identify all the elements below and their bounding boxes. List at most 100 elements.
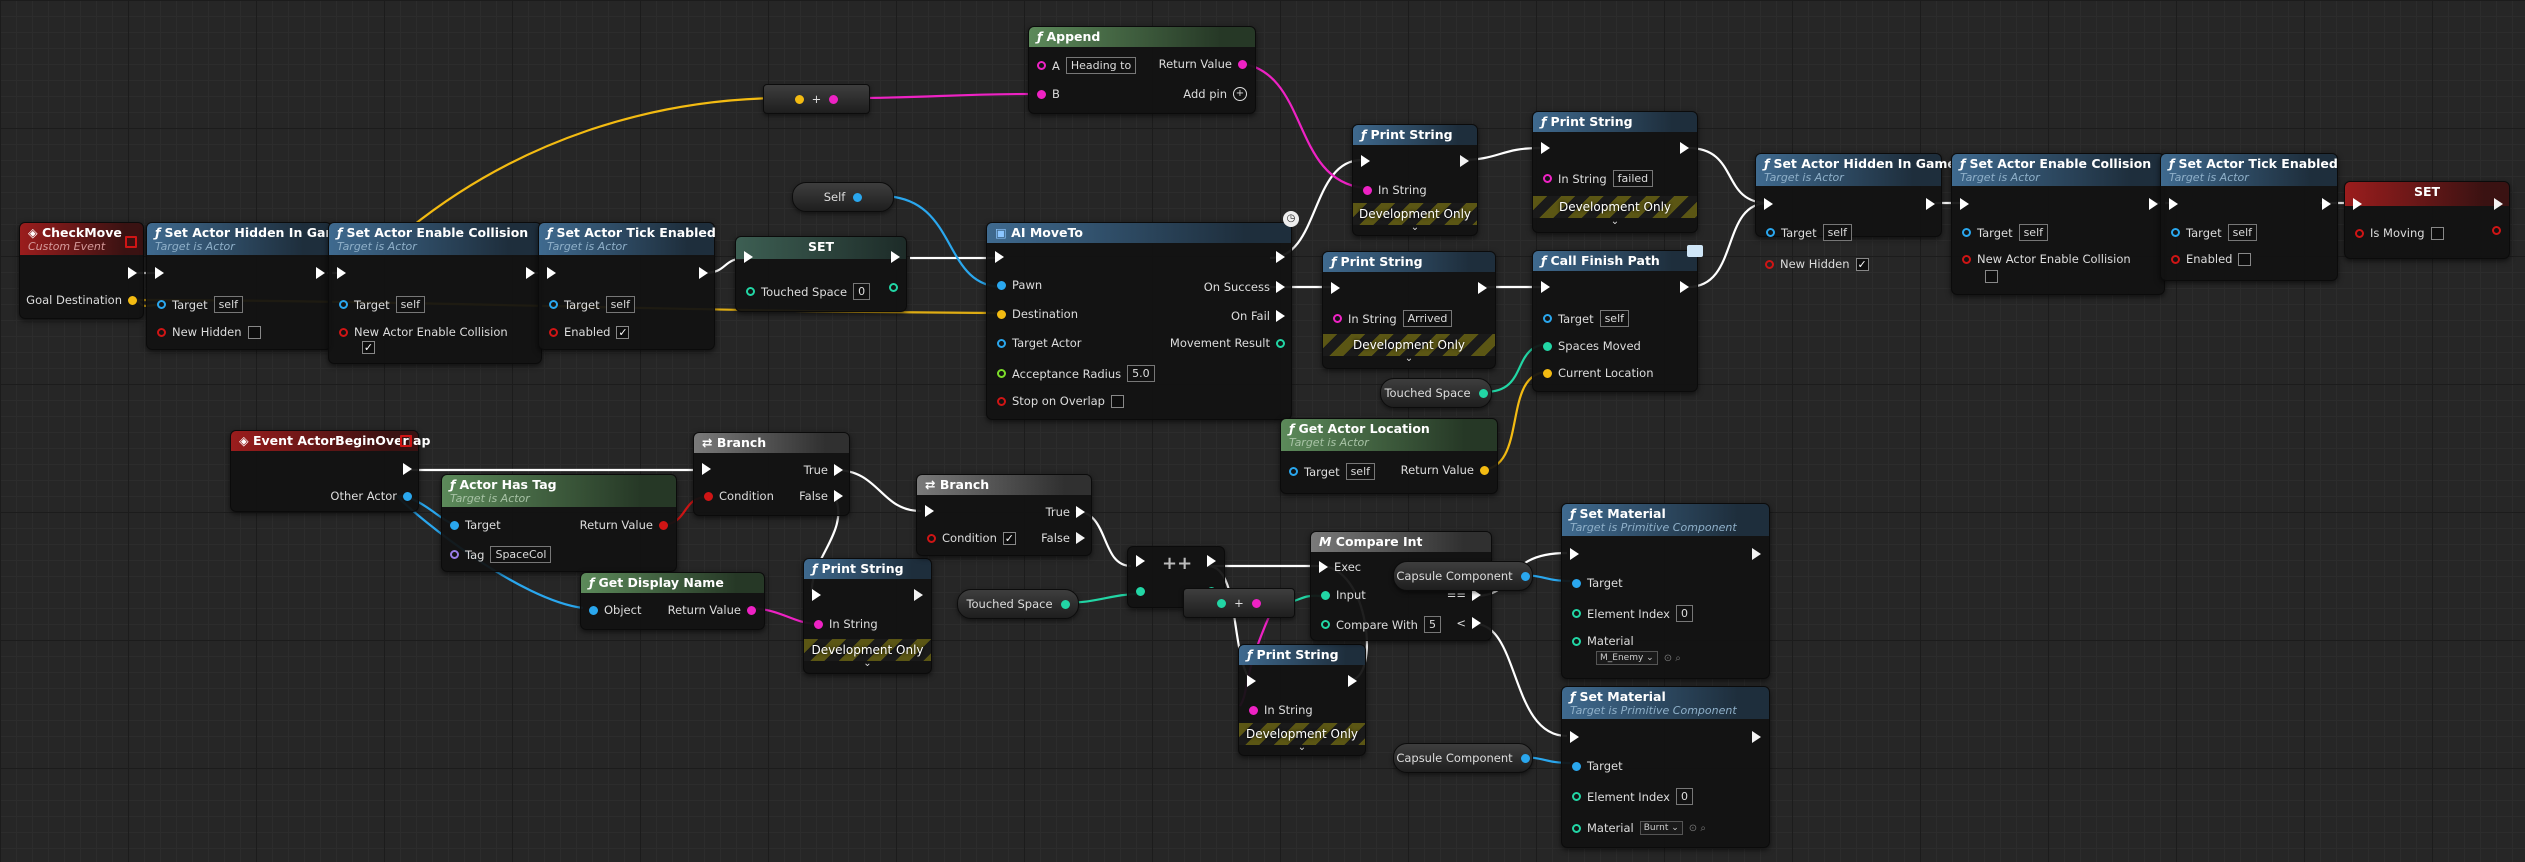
enum-pin[interactable] — [1276, 338, 1285, 348]
object-pin[interactable] — [1962, 228, 1971, 237]
string-pin[interactable] — [814, 619, 823, 629]
exec-in-pin[interactable] — [1361, 155, 1370, 167]
set-is-moving-node[interactable]: SET Is Moving — [2344, 181, 2510, 259]
float-pin[interactable] — [997, 369, 1006, 378]
object-pin[interactable] — [450, 520, 459, 530]
object-pin[interactable] — [549, 300, 558, 309]
exec-out-pin[interactable] — [834, 464, 843, 476]
string-pin[interactable] — [1543, 174, 1552, 183]
ai-moveto-node[interactable]: ▣ AI MoveTo ◷ Pawn Destination Target Ac… — [986, 211, 1299, 420]
expand-chevron-icon[interactable]: ⌄ — [863, 658, 872, 669]
int-pin[interactable] — [1217, 598, 1227, 608]
exec-out-pin[interactable] — [2322, 198, 2331, 210]
touched-space-getter-node[interactable]: Touched Space — [1380, 378, 1492, 408]
branch-node[interactable]: ⇄ Branch Condition✓ True False — [916, 474, 1092, 556]
exec-out-pin[interactable] — [1207, 555, 1216, 567]
int-pin[interactable] — [1136, 587, 1145, 596]
object-pin[interactable] — [1520, 753, 1530, 763]
string-a-field[interactable]: Heading to — [1065, 57, 1137, 74]
int-pin[interactable] — [1060, 599, 1070, 609]
exec-out-pin[interactable] — [1752, 548, 1761, 560]
event-delegate-pin[interactable] — [125, 236, 137, 248]
is-moving-checkbox[interactable] — [2430, 226, 2444, 240]
material-dropdown[interactable]: Burnt ⌄ — [1639, 821, 1683, 835]
append-string-plus-node[interactable]: + — [1183, 588, 1295, 618]
object-pin[interactable] — [1572, 761, 1581, 771]
bool-pin[interactable] — [997, 396, 1006, 406]
string-pin[interactable] — [1363, 185, 1372, 195]
object-pin[interactable] — [403, 491, 412, 501]
exec-out-pin[interactable] — [914, 589, 923, 601]
enable-collision-checkbox[interactable] — [1985, 270, 1998, 283]
object-pin[interactable] — [1572, 578, 1581, 588]
exec-in-pin[interactable] — [1960, 198, 1969, 210]
string-pin[interactable] — [1037, 61, 1046, 70]
new-hidden-checkbox[interactable]: ✓ — [1855, 257, 1869, 271]
material-dropdown[interactable]: M_Enemy ⌄ — [1596, 651, 1658, 665]
add-pin-button[interactable]: Add pin — [1183, 87, 1227, 101]
exec-out-pin[interactable] — [1472, 617, 1481, 629]
tag-field[interactable]: SpaceCol — [490, 546, 552, 563]
exec-out-pin[interactable] — [2149, 198, 2158, 210]
string-pin[interactable] — [747, 605, 756, 615]
exec-in-pin[interactable] — [1570, 548, 1579, 560]
target-field[interactable]: self — [395, 296, 426, 313]
in-string-field[interactable]: Arrived — [1402, 310, 1453, 327]
int-pin[interactable] — [746, 287, 755, 296]
expand-chevron-icon[interactable]: ⌄ — [1610, 216, 1620, 227]
int-pin[interactable] — [1478, 388, 1488, 398]
bool-pin[interactable] — [339, 327, 348, 337]
exec-in-pin[interactable] — [2353, 198, 2362, 210]
bool-pin[interactable] — [927, 533, 936, 543]
int-pin[interactable] — [1572, 792, 1581, 801]
bool-pin[interactable] — [1765, 259, 1774, 269]
touched-space-getter-node[interactable]: Touched Space — [957, 589, 1079, 619]
exec-out-pin[interactable] — [699, 267, 708, 279]
enable-collision-checkbox[interactable]: ✓ — [362, 341, 375, 354]
target-field[interactable]: self — [2018, 224, 2049, 241]
bool-pin[interactable] — [2492, 226, 2501, 235]
string-pin[interactable] — [1037, 89, 1046, 99]
exec-in-pin[interactable] — [547, 267, 556, 279]
vector-pin[interactable] — [1480, 465, 1489, 475]
int-pin[interactable] — [1572, 609, 1581, 618]
bool-pin[interactable] — [2171, 254, 2180, 264]
exec-out-pin[interactable] — [1460, 155, 1469, 167]
target-field[interactable]: self — [1599, 310, 1630, 327]
object-pin[interactable] — [2171, 228, 2180, 237]
capsule-component-getter-node[interactable]: Capsule Component — [1393, 743, 1533, 773]
object-pin[interactable] — [1543, 314, 1552, 323]
capsule-component-getter-node[interactable]: Capsule Component — [1393, 561, 1533, 591]
exec-out-pin[interactable] — [1276, 251, 1285, 263]
exec-out-pin[interactable] — [1478, 282, 1487, 294]
exec-in-pin[interactable] — [995, 251, 1004, 263]
exec-out-pin[interactable] — [1276, 281, 1285, 293]
actor-begin-overlap-event-node[interactable]: ◈ Event ActorBeginOverlap Other Actor — [230, 430, 430, 512]
browse-asset-icon[interactable]: ⊙ ⌕ — [1663, 652, 1681, 664]
target-field[interactable]: self — [213, 296, 244, 313]
exec-in-pin[interactable] — [925, 505, 934, 517]
object-pin[interactable] — [589, 605, 598, 615]
exec-out-pin[interactable] — [316, 267, 325, 279]
bool-pin[interactable] — [157, 327, 166, 337]
exec-out-pin[interactable] — [834, 490, 843, 502]
exec-in-pin[interactable] — [1136, 555, 1145, 567]
element-index-field[interactable]: 0 — [1675, 788, 1693, 805]
in-string-field[interactable]: failed — [1612, 170, 1654, 187]
name-pin[interactable] — [450, 550, 459, 559]
exec-out-pin[interactable] — [1926, 198, 1935, 210]
exec-in-pin[interactable] — [812, 589, 821, 601]
target-field[interactable]: self — [605, 296, 636, 313]
string-pin[interactable] — [1251, 598, 1261, 608]
object-pin[interactable] — [1572, 636, 1581, 646]
